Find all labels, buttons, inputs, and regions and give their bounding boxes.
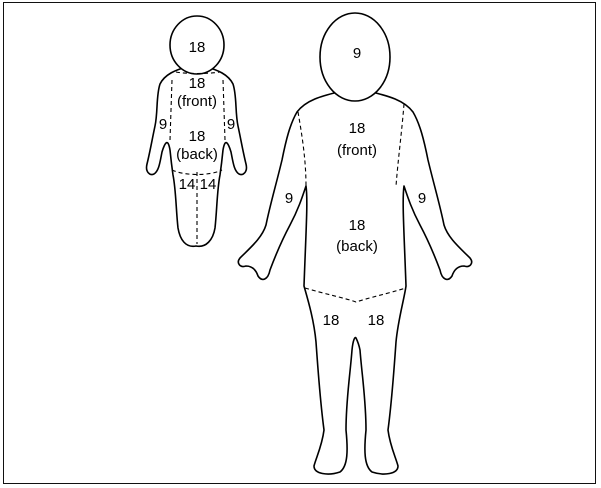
child-leg-right-label: 14 bbox=[200, 176, 217, 193]
adult-leg-left-label: 18 bbox=[323, 312, 340, 329]
adult-trunk-back-value: 18 bbox=[349, 217, 366, 234]
child-arm-left-label: 9 bbox=[159, 116, 167, 133]
adult-trunk-front-text: (front) bbox=[337, 142, 377, 159]
child-head-label: 18 bbox=[189, 39, 206, 56]
child-trunk-front-value: 18 bbox=[189, 75, 206, 92]
child-trunk-front-text: (front) bbox=[177, 93, 217, 110]
adult-leg-right-label: 18 bbox=[368, 312, 385, 329]
child-arm-right-label: 9 bbox=[227, 116, 235, 133]
adult-figure: 9 18 (front) 18 (back) 9 9 18 18 bbox=[238, 13, 471, 474]
adult-arm-right-label: 9 bbox=[418, 190, 426, 207]
adult-trunk-back-text: (back) bbox=[336, 238, 378, 255]
adult-arm-left-label: 9 bbox=[285, 190, 293, 207]
child-figure: 18 18 (front) 18 (back) 9 9 14 14 bbox=[147, 16, 247, 246]
child-trunk-back-value: 18 bbox=[189, 128, 206, 145]
adult-trunk-front-value: 18 bbox=[349, 120, 366, 137]
child-trunk-back-text: (back) bbox=[176, 146, 218, 163]
adult-head-label: 9 bbox=[353, 45, 361, 62]
child-leg-left-label: 14 bbox=[179, 176, 196, 193]
